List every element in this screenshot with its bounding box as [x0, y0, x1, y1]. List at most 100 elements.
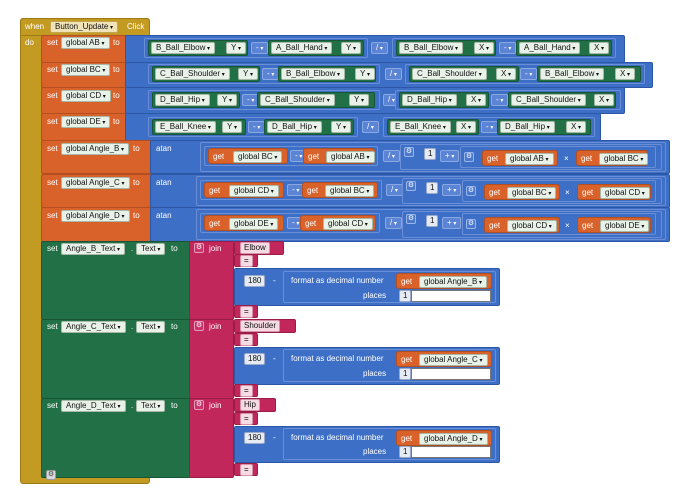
divide-operator[interactable]: /	[386, 184, 403, 196]
component-dropdown[interactable]: E_Ball_Knee	[390, 121, 451, 133]
equals-string[interactable]: =	[240, 464, 253, 476]
join-block[interactable]	[189, 398, 234, 478]
property-dropdown[interactable]: X	[594, 94, 615, 106]
property-dropdown[interactable]: Y	[238, 68, 259, 80]
component-dropdown[interactable]: C_Ball_Shoulder	[155, 68, 230, 80]
set-var-dropdown[interactable]: global Angle_B	[61, 143, 130, 155]
property-dropdown[interactable]: Text	[136, 400, 166, 412]
property-dropdown[interactable]: X	[474, 42, 495, 54]
variable-dropdown[interactable]: global BC	[325, 185, 375, 197]
set-var-dropdown[interactable]: global DE	[61, 116, 111, 128]
component-dropdown[interactable]: E_Ball_Knee	[155, 121, 216, 133]
component-dropdown[interactable]: A_Ball_Hand	[271, 42, 333, 54]
property-dropdown[interactable]: X	[566, 121, 587, 133]
component-dropdown[interactable]: B_Ball_Elbow	[540, 68, 605, 80]
divide-operator[interactable]: /	[383, 150, 400, 162]
join-block[interactable]	[189, 241, 234, 320]
variable-dropdown[interactable]: global Angle_C	[419, 354, 488, 366]
equals-string[interactable]: =	[240, 306, 253, 318]
minus-operator[interactable]: -	[520, 68, 538, 80]
component-dropdown[interactable]: Angle_D_Text	[61, 400, 126, 412]
text-string[interactable]: Shoulder	[240, 320, 281, 332]
property-dropdown[interactable]: Y	[331, 121, 352, 133]
set-var-dropdown[interactable]: global Angle_C	[61, 177, 130, 189]
equals-string[interactable]: =	[240, 255, 253, 267]
text-string[interactable]: Elbow	[240, 242, 270, 254]
property-dropdown[interactable]: Y	[217, 94, 238, 106]
variable-dropdown[interactable]: global Angle_B	[419, 276, 488, 288]
minus-operator[interactable]: -	[491, 94, 509, 106]
gear-icon[interactable]: ⚙	[406, 214, 416, 224]
variable-dropdown[interactable]: global DE	[600, 220, 650, 232]
gear-icon[interactable]: ⚙	[404, 147, 414, 157]
gear-icon[interactable]: ⚙	[464, 152, 474, 162]
component-dropdown[interactable]: C_Ball_Shoulder	[260, 94, 335, 106]
component-dropdown[interactable]: B_Ball_Elbow	[281, 68, 346, 80]
property-dropdown[interactable]: X	[615, 68, 636, 80]
component-dropdown[interactable]: D_Ball_Hip	[267, 121, 322, 133]
property-dropdown[interactable]: Y	[226, 42, 247, 54]
number-180[interactable]: 180	[244, 275, 266, 287]
component-dropdown[interactable]: A_Ball_Hand	[519, 42, 581, 54]
divide-operator[interactable]: /	[385, 68, 402, 80]
variable-dropdown[interactable]: global Angle_D	[419, 433, 488, 445]
variable-dropdown[interactable]: global AB	[326, 151, 375, 163]
component-dropdown[interactable]: Angle_B_Text	[61, 243, 126, 255]
equals-string[interactable]: =	[240, 385, 253, 397]
minus-operator[interactable]: -	[499, 42, 517, 54]
variable-dropdown[interactable]: global CD	[507, 220, 557, 232]
property-dropdown[interactable]: Text	[136, 321, 166, 333]
property-dropdown[interactable]: X	[466, 94, 487, 106]
set-var-dropdown[interactable]: global AB	[61, 37, 110, 49]
places-value[interactable]: 1	[399, 446, 412, 458]
variable-dropdown[interactable]: global BC	[507, 187, 557, 199]
event-component-dropdown[interactable]: Button_Update	[50, 21, 119, 33]
gear-icon[interactable]: ⚙	[406, 181, 416, 191]
places-value[interactable]: 1	[399, 368, 412, 380]
gear-icon[interactable]: ⚙	[466, 219, 476, 229]
component-dropdown[interactable]: C_Ball_Shoulder	[511, 94, 586, 106]
set-var-dropdown[interactable]: global CD	[61, 90, 111, 102]
variable-dropdown[interactable]: global AB	[505, 153, 554, 165]
minus-operator[interactable]: -	[262, 68, 280, 80]
component-dropdown[interactable]: D_Ball_Hip	[500, 121, 555, 133]
divide-operator[interactable]: /	[371, 42, 388, 54]
join-block[interactable]	[189, 319, 234, 399]
variable-dropdown[interactable]: global CD	[323, 218, 373, 230]
set-var-dropdown[interactable]: global BC	[61, 64, 111, 76]
gear-icon[interactable]: ⚙	[466, 186, 476, 196]
minus-operator[interactable]: -	[242, 94, 260, 106]
minus-operator[interactable]: -	[251, 42, 269, 54]
plus-operator[interactable]: +	[440, 150, 460, 162]
variable-dropdown[interactable]: global BC	[233, 151, 283, 163]
variable-dropdown[interactable]: global CD	[229, 185, 279, 197]
property-dropdown[interactable]: Y	[341, 42, 362, 54]
equals-string[interactable]: =	[240, 334, 253, 346]
number-180[interactable]: 180	[244, 432, 266, 444]
property-dropdown[interactable]: Text	[136, 243, 166, 255]
number-one[interactable]: 1	[426, 215, 439, 227]
component-dropdown[interactable]: C_Ball_Shoulder	[412, 68, 487, 80]
component-dropdown[interactable]: B_Ball_Elbow	[151, 42, 216, 54]
gear-icon[interactable]: ⚙	[194, 243, 204, 253]
property-dropdown[interactable]: Y	[355, 68, 376, 80]
gear-icon[interactable]: ⚙	[194, 400, 204, 410]
number-one[interactable]: 1	[426, 182, 439, 194]
property-dropdown[interactable]: Y	[349, 94, 370, 106]
gear-icon[interactable]: ⚙	[194, 321, 204, 331]
number-180[interactable]: 180	[244, 353, 266, 365]
places-value[interactable]: 1	[399, 290, 412, 302]
variable-dropdown[interactable]: global DE	[229, 218, 279, 230]
